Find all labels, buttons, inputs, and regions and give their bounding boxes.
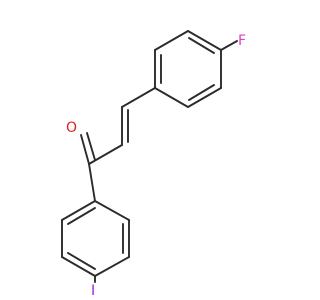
bond	[94, 200, 130, 221]
bond	[61, 200, 96, 221]
bond-lines	[61, 30, 238, 283]
bond	[187, 87, 222, 108]
iodine-atom-label: I	[91, 283, 95, 299]
bond	[86, 132, 96, 161]
bond-inner	[188, 37, 215, 54]
molecule-diagram: F O I	[61, 30, 246, 299]
bond-inner	[67, 207, 96, 225]
bond-inner	[188, 84, 215, 101]
bond	[88, 144, 123, 165]
bond	[80, 134, 90, 165]
bond	[88, 163, 96, 202]
oxygen-atom-label: O	[66, 120, 77, 136]
bond	[121, 87, 156, 108]
bond	[61, 256, 96, 277]
bond	[187, 30, 222, 51]
bond	[220, 40, 238, 51]
bond	[154, 87, 189, 108]
bond	[94, 256, 130, 277]
bond	[154, 30, 189, 51]
fluorine-atom-label: F	[238, 33, 246, 49]
bond-inner	[67, 252, 96, 270]
